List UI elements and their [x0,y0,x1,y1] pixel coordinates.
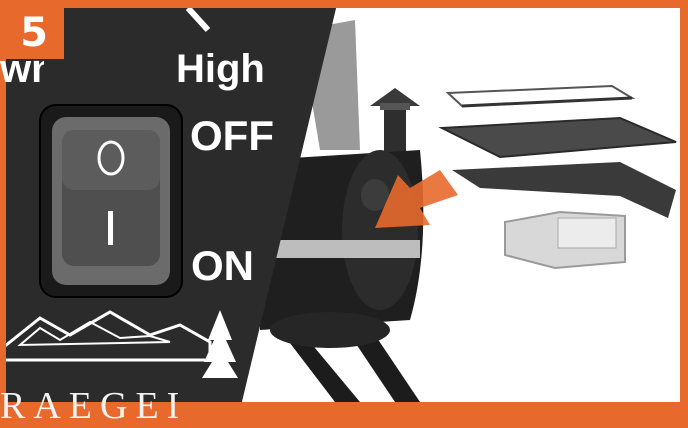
switch-off-label: OFF [190,112,274,160]
rocker-switch-icon [40,105,182,297]
brand-wordmark: RAEGEI [0,384,232,428]
grill-interior [270,240,420,258]
dial-low-label: wn [0,47,44,92]
firepot-cover-icon [505,212,625,268]
barrel-end [342,150,418,310]
illustration-canvas [0,0,688,410]
switch-on-label: ON [191,242,254,290]
dial-high-label: High [176,47,265,92]
instruction-frame: 5 wn High OFF ON RAEGEI [0,0,688,410]
